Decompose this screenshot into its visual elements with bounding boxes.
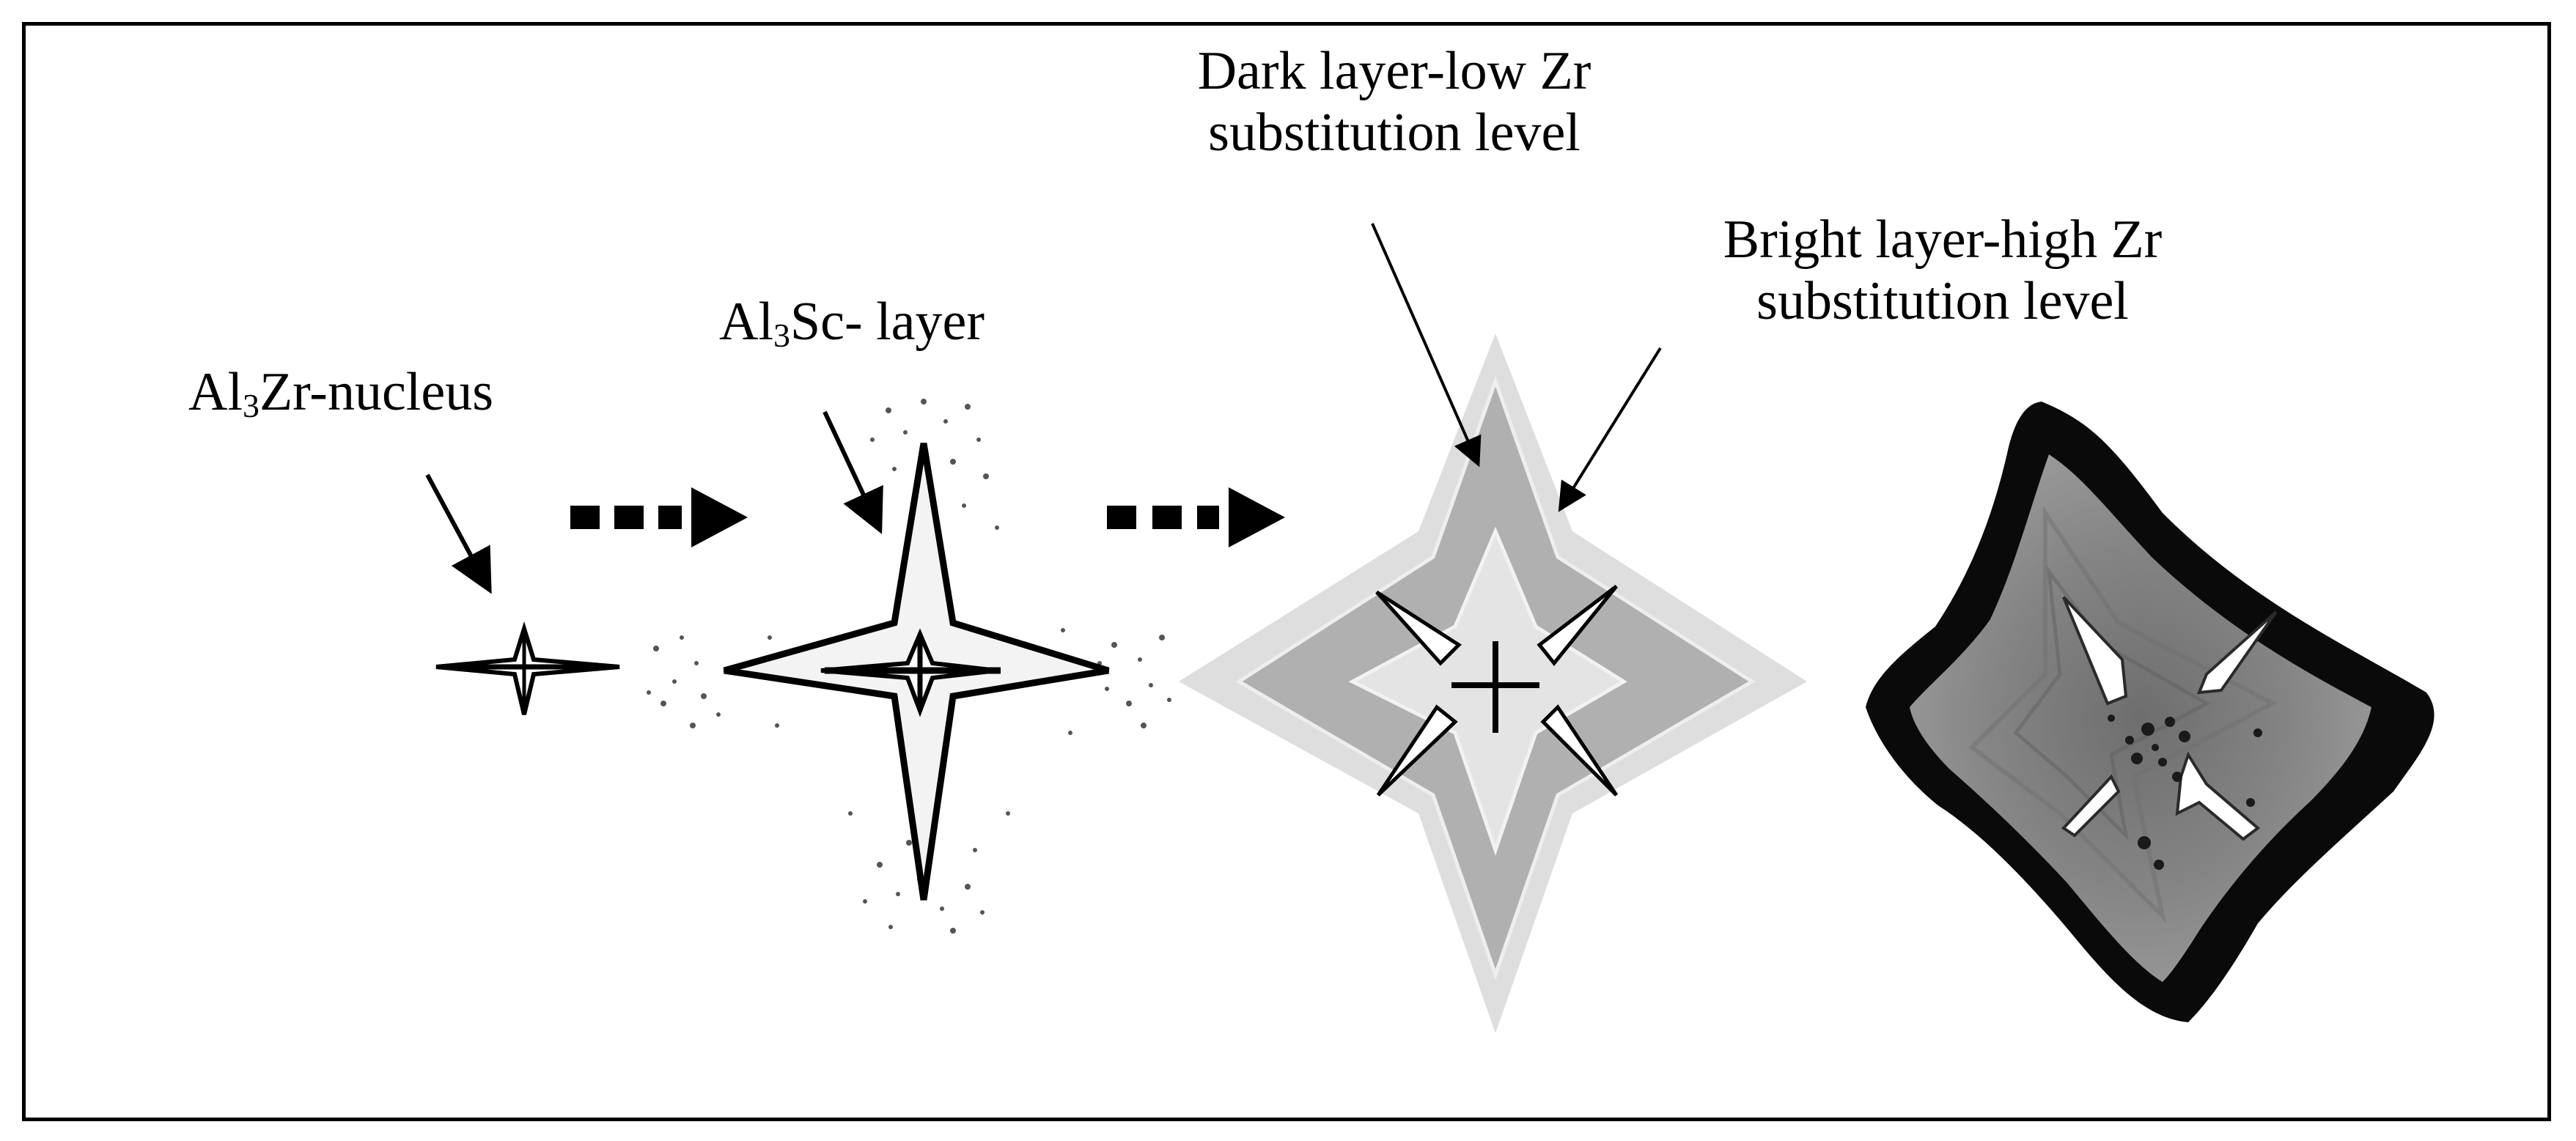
layered-precipitate-schematic	[1179, 333, 1807, 1033]
bright-layer-label: Bright layer-high Zr substitution level	[1723, 213, 2163, 328]
progression-arrow-2	[1107, 487, 1285, 547]
sc-layer-star	[647, 399, 1171, 934]
progression-arrow-1	[570, 487, 748, 547]
nucleus-star	[435, 621, 620, 715]
micrograph-cracks	[2061, 596, 2278, 841]
figure-frame	[22, 22, 2551, 1121]
dark-layer-pointer-arrow	[1371, 223, 1482, 468]
bright-layer-pointer-arrow	[1558, 347, 1662, 512]
nucleus-label: Al3Zr-nucleus	[188, 362, 493, 425]
dark-layer-label-line1: Dark layer-low Zr	[1197, 41, 1591, 101]
interface-cusps	[1375, 585, 1619, 797]
dark-layer-label-line2: substitution level	[1208, 103, 1580, 163]
bright-layer-label-line1: Bright layer-high Zr	[1723, 210, 2163, 270]
sc-diffusion-stipple	[647, 399, 1171, 934]
sc-layer-pointer-arrow	[823, 410, 883, 534]
dark-layer-label: Dark layer-low Zr substitution level	[1198, 44, 1591, 160]
precipitate-micrograph	[1866, 402, 2435, 1022]
nucleus-pointer-arrow	[425, 473, 492, 594]
micrograph-defects	[2108, 714, 2262, 870]
bright-layer-label-line2: substitution level	[1756, 271, 2129, 331]
sc-layer-label: Al3Sc- layer	[719, 292, 985, 355]
